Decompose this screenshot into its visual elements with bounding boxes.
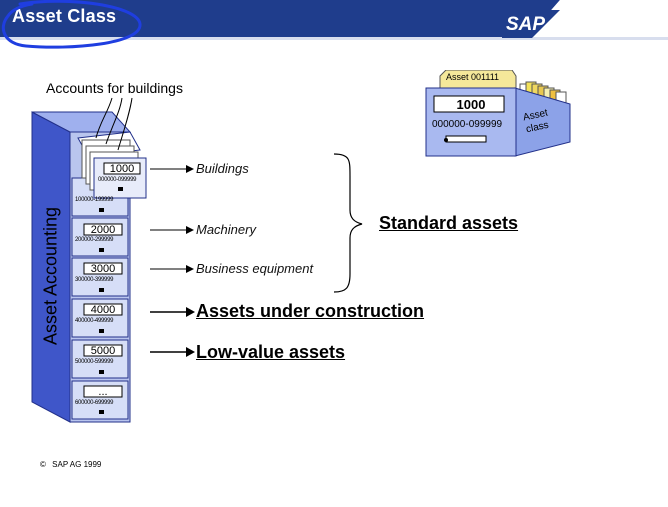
label-buildings: Buildings <box>196 161 249 176</box>
drawer-2-number: 2000 <box>90 224 116 236</box>
drawer-fronts <box>71 177 129 420</box>
label-low-value-assets: Low-value assets <box>196 342 346 362</box>
drawer-4-number: 4000 <box>90 304 116 316</box>
drawer-3-number: 3000 <box>90 263 116 275</box>
title-annotation-circle <box>2 0 142 49</box>
asset-box-tab-label: Asset 001111 <box>446 72 500 82</box>
label-business-equipment: Business equipment <box>196 261 314 276</box>
copyright-icon: © <box>40 460 46 469</box>
label-standard-assets: Standard assets <box>379 213 519 233</box>
drawer-6-number: ... <box>98 386 108 398</box>
sap-logo-text: SAP <box>506 14 546 35</box>
asset-accounting-side-label: Asset Accounting <box>40 206 61 346</box>
copyright-text: SAP AG 1999 <box>52 460 102 469</box>
drawer-5-range: 500000-599999 <box>75 359 114 365</box>
label-machinery: Machinery <box>196 222 256 237</box>
drawer-5-number: 5000 <box>90 345 116 357</box>
asset-class-box <box>425 70 571 157</box>
page-title: Asset Class <box>12 6 117 26</box>
asset-box-number: 1000 <box>456 97 486 112</box>
label-assets-under-construction: Assets under construction <box>196 301 425 321</box>
accounts-for-buildings-caption: Accounts for buildings <box>46 80 183 96</box>
front-card-range: 000000-099999 <box>98 177 137 183</box>
drawer-6-range: 600000-699999 <box>75 400 114 406</box>
drawer-4-range: 400000-499999 <box>75 318 114 324</box>
drawer-1-range: 100000-199999 <box>75 197 114 203</box>
copyright-footer: © SAP AG 1999 <box>40 460 101 469</box>
sap-logo <box>502 10 560 38</box>
asset-box-range: 000000-099999 <box>432 119 503 130</box>
drawer-3-range: 300000-399999 <box>75 277 114 283</box>
front-card-number: 1000 <box>109 163 135 175</box>
drawer-2-range: 200000-299999 <box>75 237 114 243</box>
